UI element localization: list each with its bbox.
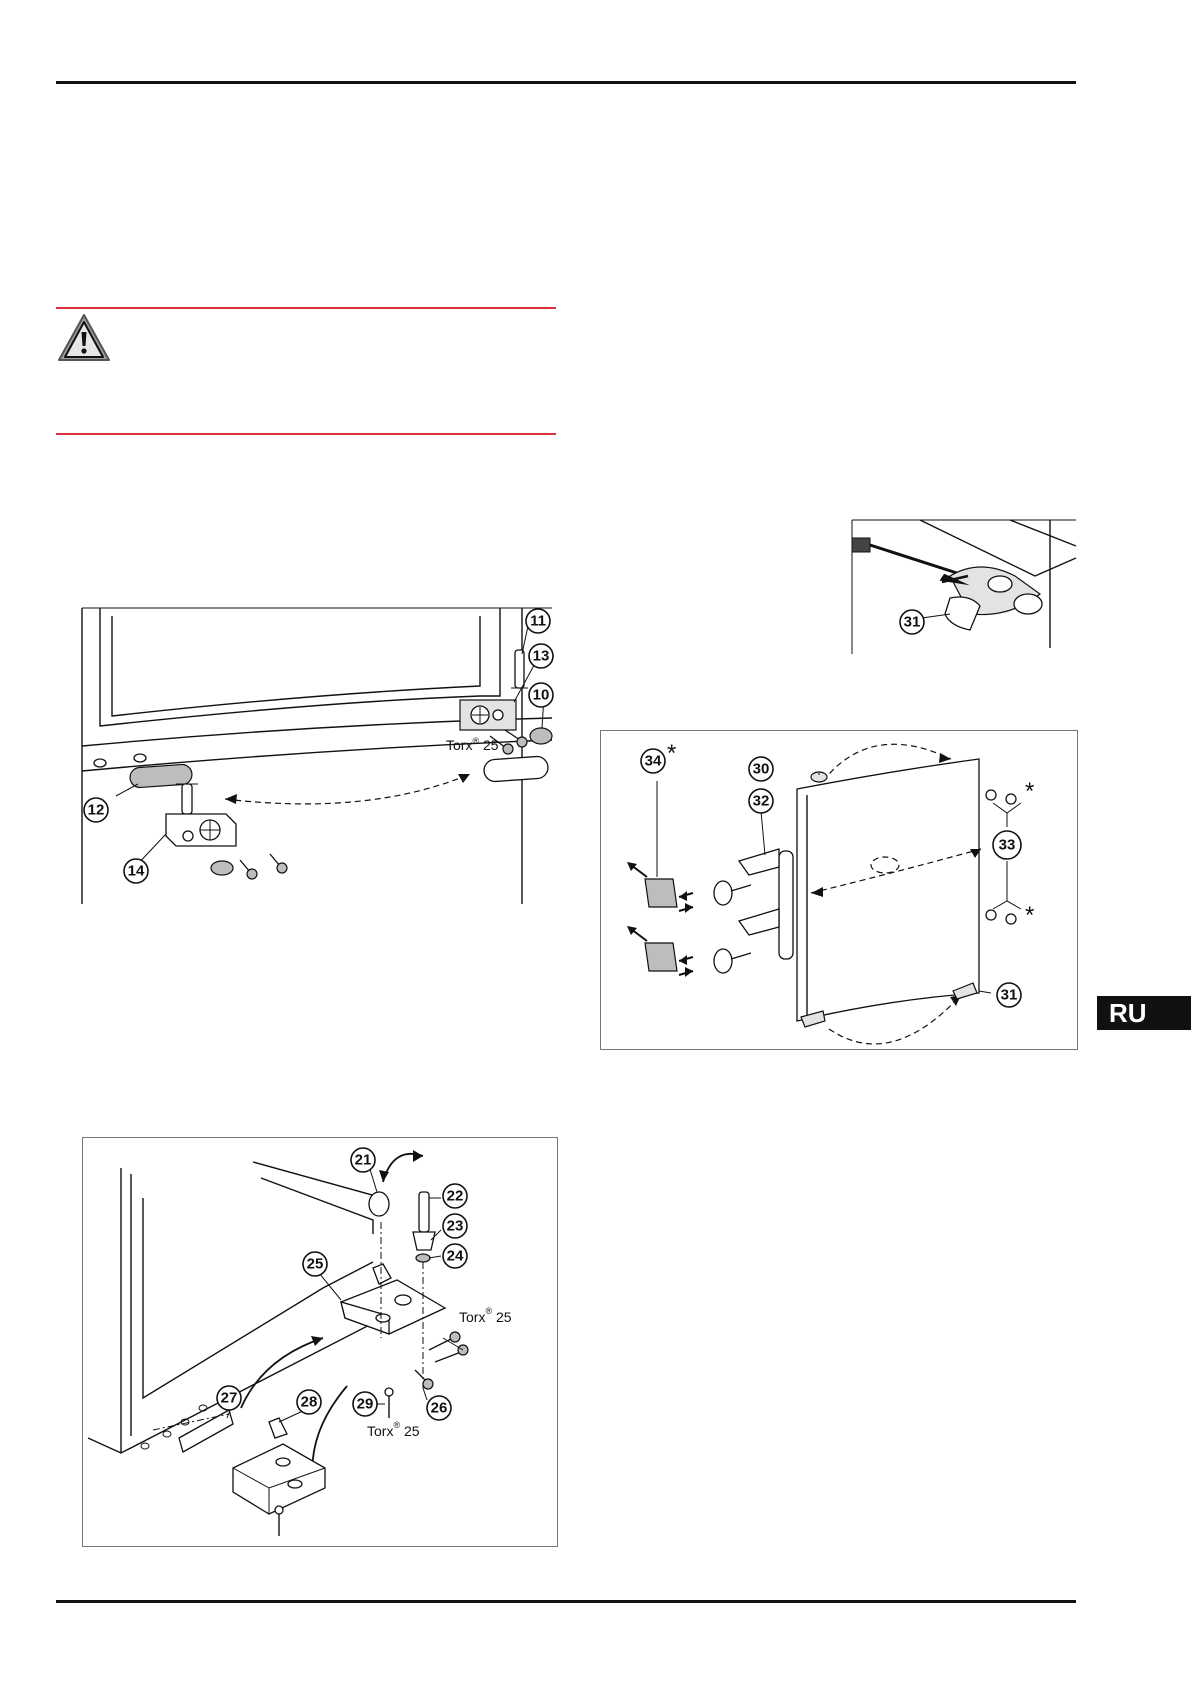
figure-door-handle: * * 34 * 30 32 33 31: [600, 730, 1078, 1050]
callout-25: 25: [302, 1251, 328, 1277]
warning-triangle-icon: [56, 312, 112, 364]
svg-text:26: 26: [431, 1400, 448, 1417]
figure-bottom-hinge: Torx® 25 11 13 10 12 14: [80, 606, 554, 906]
callout-26: 26: [426, 1395, 452, 1421]
svg-text:*: *: [1025, 778, 1034, 805]
figure-top-hinge-removal: 31: [850, 518, 1078, 656]
svg-text:28: 28: [301, 1394, 318, 1411]
callout-34: 34: [640, 748, 666, 774]
header-rule: [56, 81, 1076, 84]
callout-31: 31: [996, 982, 1022, 1008]
svg-text:25: 25: [307, 1256, 324, 1273]
callout-32: 32: [748, 788, 774, 814]
arrow-icon: [627, 862, 694, 977]
callout-21: 21: [350, 1147, 376, 1173]
warning-bottom-rule: [56, 433, 556, 435]
svg-text:13: 13: [533, 648, 550, 665]
svg-text:*: *: [1025, 902, 1034, 929]
callout-12: 12: [83, 797, 109, 823]
callout-23: 23: [442, 1213, 468, 1239]
warning-top-rule: [56, 307, 556, 309]
screw-icon: [489, 729, 528, 755]
svg-text:Torx® 25: Torx® 25: [367, 1420, 420, 1439]
callout-31-top: 31: [899, 609, 925, 635]
svg-text:33: 33: [999, 837, 1016, 854]
language-badge: RU: [1097, 996, 1191, 1030]
svg-text:12: 12: [88, 802, 105, 819]
callout-30: 30: [748, 756, 774, 782]
callout-27: 27: [216, 1385, 242, 1411]
callout-13: 13: [528, 643, 554, 669]
figure-hinge-assembly: Torx® 25 Torx® 25 21 22 23 24 25 27 28 2…: [82, 1137, 558, 1547]
callout-14: 14: [123, 858, 149, 884]
svg-text:30: 30: [753, 761, 770, 778]
svg-text:34: 34: [645, 753, 662, 770]
callout-24: 24: [442, 1243, 468, 1269]
svg-text:*: *: [667, 740, 676, 767]
svg-text:10: 10: [533, 687, 550, 704]
svg-text:32: 32: [753, 793, 770, 810]
svg-text:21: 21: [355, 1152, 372, 1169]
callout-22: 22: [442, 1183, 468, 1209]
svg-text:14: 14: [128, 863, 145, 880]
svg-text:Torx® 25: Torx® 25: [446, 736, 499, 753]
svg-text:31: 31: [1001, 987, 1018, 1004]
svg-text:11: 11: [530, 613, 546, 630]
svg-text:Torx® 25: Torx® 25: [459, 1306, 512, 1325]
svg-text:31: 31: [904, 614, 921, 631]
footer-rule: [56, 1600, 1076, 1603]
callout-28: 28: [296, 1389, 322, 1415]
svg-text:22: 22: [447, 1188, 464, 1205]
svg-text:29: 29: [357, 1396, 374, 1413]
svg-text:23: 23: [447, 1218, 464, 1235]
callout-10: 10: [528, 682, 554, 708]
callout-11: 11: [525, 608, 551, 634]
callout-29: 29: [352, 1391, 378, 1417]
svg-text:24: 24: [447, 1248, 464, 1265]
callout-33: 33: [992, 830, 1022, 860]
svg-text:27: 27: [221, 1390, 238, 1407]
